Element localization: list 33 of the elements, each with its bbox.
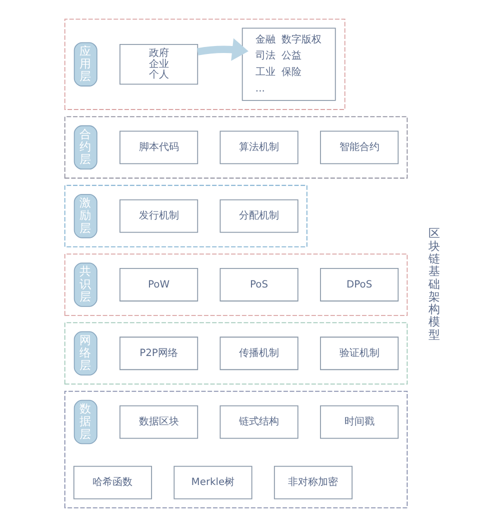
node-box: Merkle树 bbox=[173, 466, 252, 500]
node-box: 传播机制 bbox=[219, 336, 298, 370]
node-box: 分配机制 bbox=[219, 199, 298, 233]
node-box: 哈希函数 bbox=[72, 466, 152, 500]
node-box: 发行机制 bbox=[118, 199, 198, 233]
cluster bbox=[64, 322, 408, 385]
node-box: 激励层 bbox=[73, 194, 97, 238]
node-box: 时间戳 bbox=[320, 405, 398, 439]
label: 区块链基础架构模型 bbox=[428, 226, 440, 342]
arrow bbox=[196, 38, 248, 61]
node-box: P2P网络 bbox=[118, 336, 198, 370]
node-box: 算法机制 bbox=[219, 130, 298, 164]
node-box: 非对称加密 bbox=[273, 466, 352, 500]
cluster bbox=[64, 18, 345, 110]
node-box: 共识层 bbox=[73, 262, 97, 307]
node-box: 应用层 bbox=[73, 42, 97, 86]
node-box: 链式结构 bbox=[219, 405, 298, 439]
node-box: PoW bbox=[118, 268, 198, 302]
node-box: 智能合约 bbox=[320, 130, 398, 164]
node-box: 合约层 bbox=[73, 125, 97, 170]
node-box: PoS bbox=[219, 268, 298, 302]
node-box: 数据区块 bbox=[118, 405, 198, 439]
cluster bbox=[64, 184, 307, 248]
node-box: 数据层 bbox=[73, 400, 97, 444]
cluster bbox=[64, 116, 408, 179]
node-box: 网络层 bbox=[73, 331, 97, 376]
node-box: 验证机制 bbox=[320, 336, 398, 370]
node-box: DPoS bbox=[320, 268, 398, 302]
node-box: 政府 企业 个人 bbox=[118, 44, 198, 85]
cluster bbox=[64, 254, 408, 316]
cluster bbox=[64, 390, 408, 508]
node-box: 脚本代码 bbox=[118, 130, 198, 164]
node-box: 金融 数字版权 司法 公益 工业 保险 ... bbox=[241, 28, 336, 101]
